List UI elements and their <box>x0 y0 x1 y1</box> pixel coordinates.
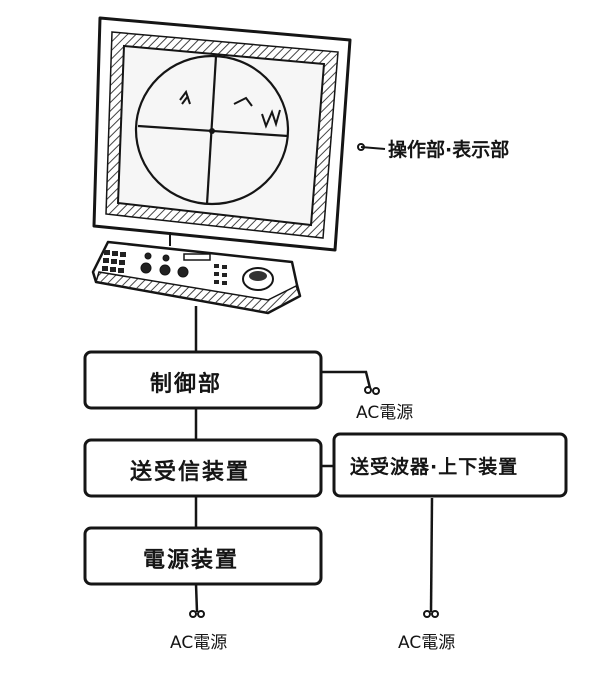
function-keys <box>214 264 227 285</box>
operation-panel <box>91 240 302 315</box>
power-supply-box <box>83 526 323 586</box>
transducer-box <box>332 432 568 498</box>
transceiver-box <box>83 438 323 498</box>
transducer-label: 送受波器·上下装置 <box>350 456 519 478</box>
display-label-pointer <box>357 143 386 151</box>
monitor-unit <box>92 16 352 252</box>
ac-plugs <box>189 386 439 618</box>
display-unit-label: 操作部·表示部 <box>388 139 510 161</box>
radar-scope <box>134 54 290 206</box>
control-knobs <box>140 252 189 278</box>
ac-power-label-control: AC電源 <box>356 403 414 423</box>
monitor-screen <box>116 44 326 227</box>
control-unit-box <box>83 350 323 410</box>
echo-marks <box>179 89 281 129</box>
keypad <box>102 250 126 273</box>
cables <box>194 306 434 613</box>
ac-power-label-power: AC電源 <box>170 633 228 653</box>
panel-display <box>183 253 211 261</box>
ac-power-label-transducer: AC電源 <box>398 633 456 653</box>
transceiver-label: 送受信装置 <box>130 460 251 485</box>
control-unit-label: 制御部 <box>150 372 223 397</box>
power-supply-label: 電源装置 <box>143 548 240 573</box>
